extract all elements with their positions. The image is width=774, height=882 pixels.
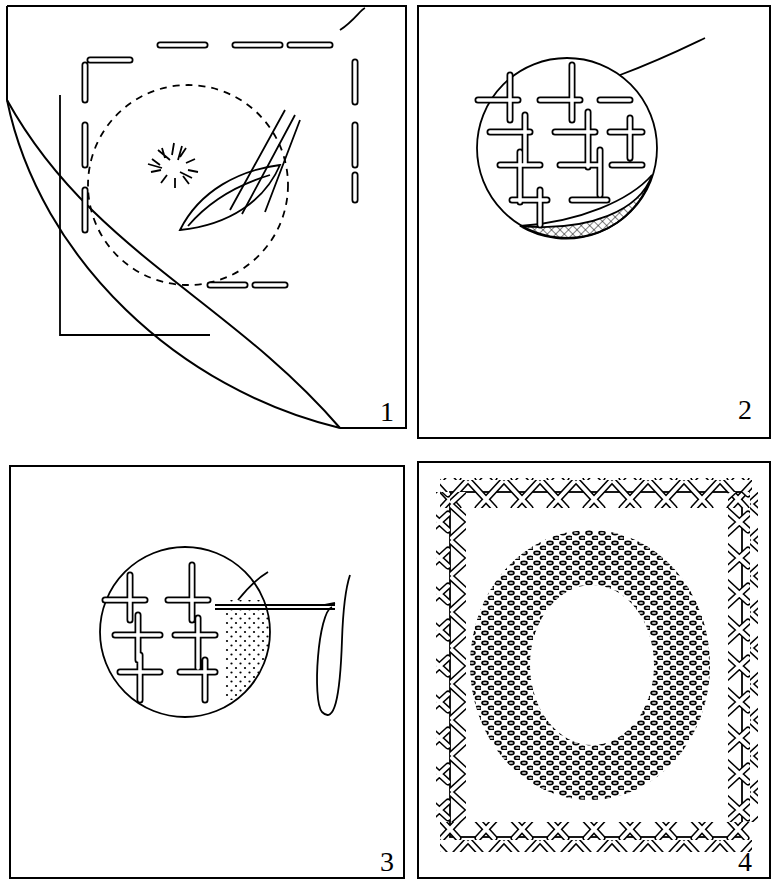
panel-number: 1 xyxy=(380,398,394,426)
panel-number: 3 xyxy=(380,848,394,876)
panel-number: 4 xyxy=(738,848,752,876)
panel-number: 2 xyxy=(738,396,752,424)
